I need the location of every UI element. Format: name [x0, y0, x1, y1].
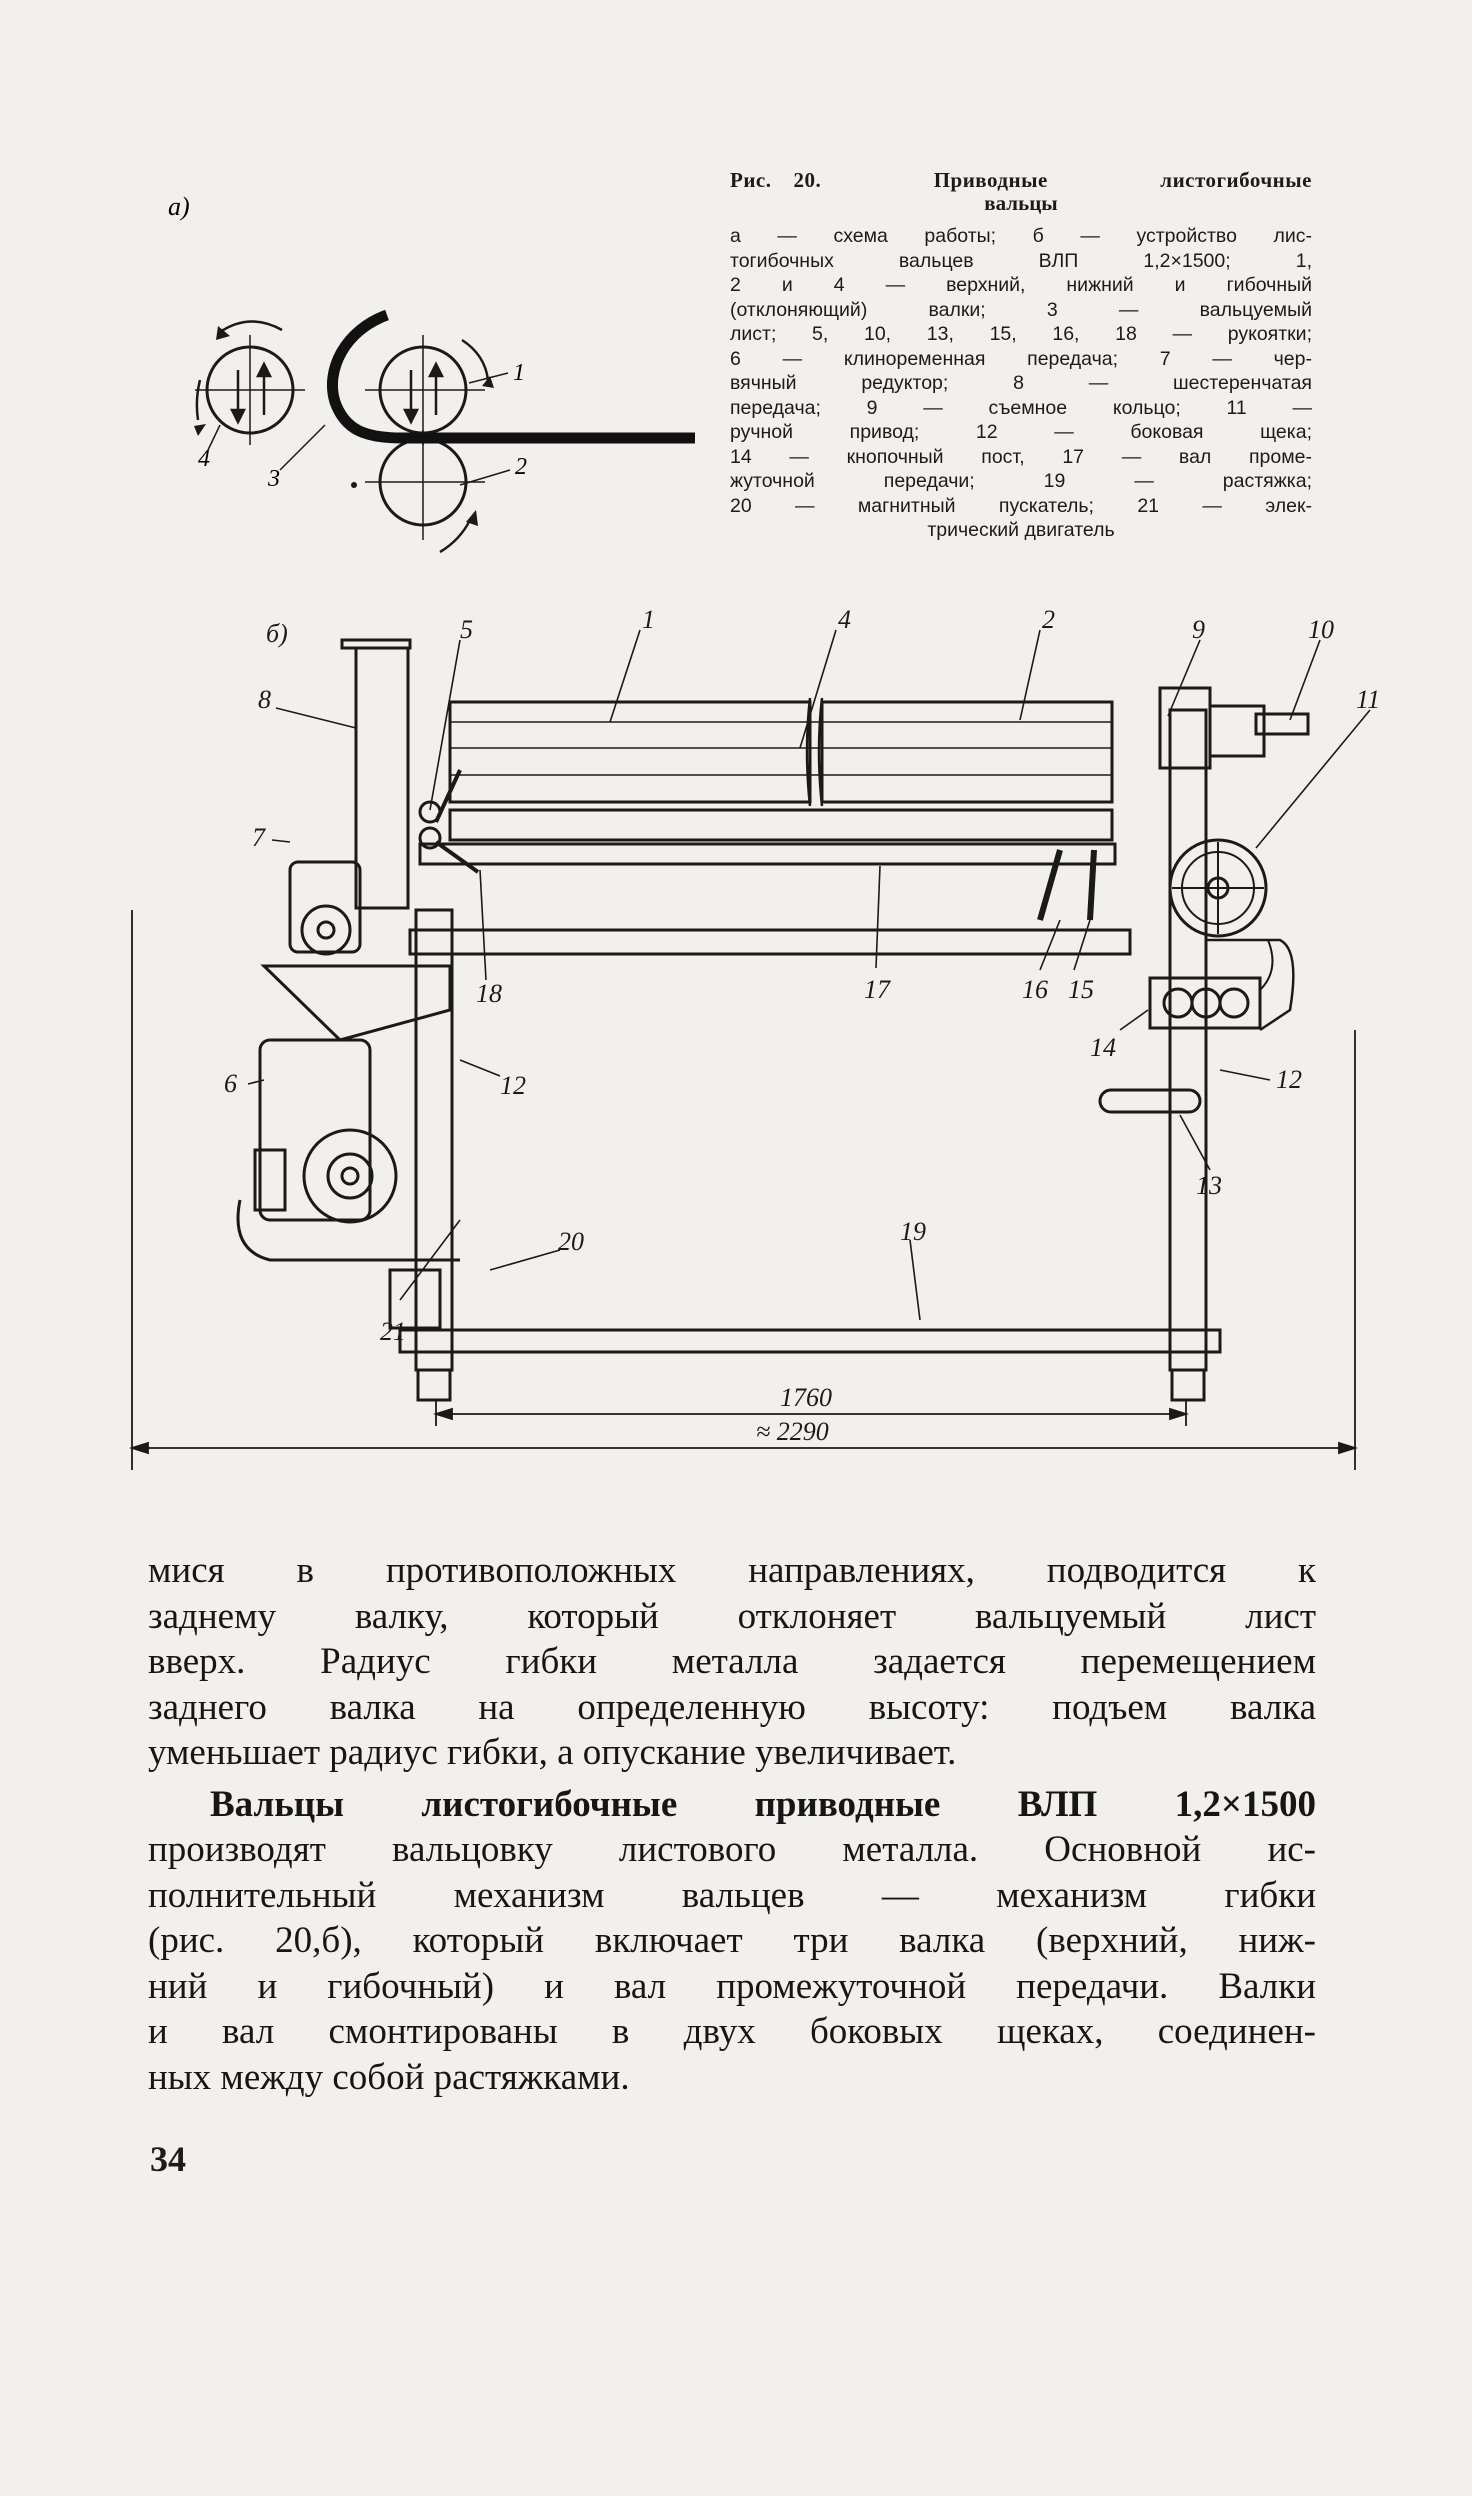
body-line: уменьшает радиус гибки, а опускание увел…: [148, 1732, 957, 1773]
body-line: заднего валка на определенную высоту: по…: [148, 1686, 1316, 1728]
fig-a-label-4: 4: [198, 446, 210, 472]
caption-line: (отклоняющий) валки; 3 — вальцуемый: [730, 298, 1312, 321]
fig-b-label-8: 8: [258, 685, 271, 714]
body-line: производят вальцовку листового металла. …: [148, 1829, 1316, 1870]
body-text: мися в противоположных направлениях, под…: [148, 1548, 1316, 2100]
caption-word1: Приводные: [933, 168, 1048, 192]
caption-line: а — схема работы; б — устройство лис-: [730, 225, 1312, 247]
fig-b-label-12b: 12: [1276, 1065, 1302, 1094]
magnetic-starter-20: [388, 1268, 442, 1330]
fig-b-label-1: 1: [642, 605, 655, 634]
fig-b-label-18: 18: [476, 979, 502, 1008]
body-line: ний и гибочный) и вал промежуточной пере…: [148, 1965, 1316, 2007]
caption-line: передача; 9 — съемное кольцо; 11 —: [730, 396, 1312, 419]
dimension-outer: ≈ 2290: [756, 1417, 829, 1446]
caption-line: 14 — кнопочный пост, 17 — вал проме-: [730, 445, 1312, 468]
fig-b-label-4: 4: [838, 605, 851, 634]
caption-line: 20 — магнитный пускатель; 21 — элек-: [730, 494, 1312, 517]
fig-b-panel-label: б): [266, 619, 288, 648]
caption-title-line2: вальцы: [984, 191, 1058, 215]
dimension-inner: 1760: [780, 1383, 832, 1412]
lead-model: ВЛП 1,2×1500: [1017, 1783, 1316, 1825]
body-line: мися в противоположных направлениях, под…: [148, 1550, 1316, 1591]
body-line: заднему валку, который отклоняет вальцуе…: [148, 1595, 1316, 1637]
shaft-17: [418, 842, 1117, 866]
fig-b-label-20: 20: [558, 1227, 584, 1256]
body-line: ных между собой растяжками.: [148, 2056, 630, 2098]
motor-21-pulley: [302, 1128, 398, 1224]
caption-line: 6 — клиноременная передача; 7 — чер-: [730, 347, 1312, 370]
sheet-3-curve: [326, 309, 695, 444]
body-line: вверх. Радиус гибки металла задается пер…: [148, 1641, 1316, 1682]
fig-b-label-6: 6: [224, 1069, 237, 1098]
fig-b-label-12a: 12: [500, 1071, 526, 1100]
right-frame-12: [1168, 708, 1208, 1372]
fig-b-label-5: 5: [460, 615, 473, 644]
tie-rod-19: [398, 1328, 1222, 1354]
fig-b-label-15: 15: [1068, 975, 1094, 1004]
fig-b-label-2: 2: [1042, 605, 1055, 634]
caption-line: 2 и 4 — верхний, нижний и гибочный: [730, 274, 1312, 296]
fig-b-label-21: 21: [380, 1317, 406, 1346]
fig-b-label-9: 9: [1192, 615, 1205, 644]
fig-a-label-3: 3: [267, 466, 280, 492]
caption-line: ручной привод; 12 — боковая щека;: [730, 421, 1312, 443]
lead-bold-title: Вальцы листогибочные приводные: [210, 1783, 941, 1825]
fig-b-label-11: 11: [1356, 685, 1380, 714]
fig-b-label-17: 17: [864, 975, 891, 1004]
motor-housing: [258, 1038, 372, 1222]
gear-housing-8: [354, 646, 410, 910]
figure-b-machine-drawing: б) 1 4 2 5 9 10 8 11 7 18 17 16 15 14 6 …: [128, 605, 1380, 1470]
handle-13: [1098, 1088, 1202, 1114]
body-line: (рис. 20,б), который включает три валка …: [148, 1920, 1316, 1961]
body-line: полнительный механизм вальцев — механизм…: [148, 1874, 1316, 1916]
fig-b-label-7: 7: [252, 823, 266, 852]
fig-a-label-2: 2: [515, 454, 527, 480]
fig-b-label-16: 16: [1022, 975, 1048, 1004]
figure-caption: Рис. 20. Приводные листогибочные вальцы а…: [730, 168, 1312, 543]
caption-line: лист; 5, 10, 13, 15, 16, 18 — рукоятки;: [730, 323, 1312, 345]
page-number: 34: [150, 2139, 186, 2179]
fig-a-panel-label: а): [168, 192, 190, 221]
figure-a-schematic: а) 1 2 3 4: [168, 192, 695, 554]
handwheel-11: [1168, 838, 1268, 938]
caption-word2: листогибочные: [1160, 168, 1312, 192]
fig-b-label-10: 10: [1308, 615, 1334, 644]
upper-roll-body: [448, 700, 812, 804]
lower-roll-2: [448, 808, 1114, 842]
worm-reducer-7: [288, 860, 362, 954]
caption-line: жуточной передачи; 19 — растяжка;: [730, 470, 1312, 492]
button-post-14: [1148, 976, 1262, 1030]
fig-a-label-1: 1: [513, 360, 525, 386]
body-line: и вал смонтированы в двух боковых щеках,…: [148, 2011, 1316, 2052]
top-tie-rod: [408, 928, 1132, 956]
caption-line: тогибочных вальцев ВЛП 1,2×1500; 1,: [730, 249, 1312, 272]
caption-title: Рис. 20. Приводные листогибочные: [730, 168, 1312, 193]
left-frame-12: [414, 908, 454, 1372]
caption-line: вячный редуктор; 8 — шестеренчатая: [730, 372, 1312, 394]
fig-b-label-14: 14: [1090, 1033, 1116, 1062]
caption-number: 20.: [793, 168, 822, 192]
fig-b-label-13: 13: [1196, 1171, 1222, 1200]
caption-line: трический двигатель: [927, 519, 1115, 541]
fig-b-label-19: 19: [900, 1217, 926, 1246]
paragraph-lead: Вальцы листогибочные приводные ВЛП 1,2×1…: [148, 1782, 1316, 1828]
caption-prefix: Рис.: [730, 168, 772, 192]
handle-10: [1254, 712, 1310, 736]
caption-body: а — схема работы; б — устройство лис- то…: [730, 224, 1312, 543]
